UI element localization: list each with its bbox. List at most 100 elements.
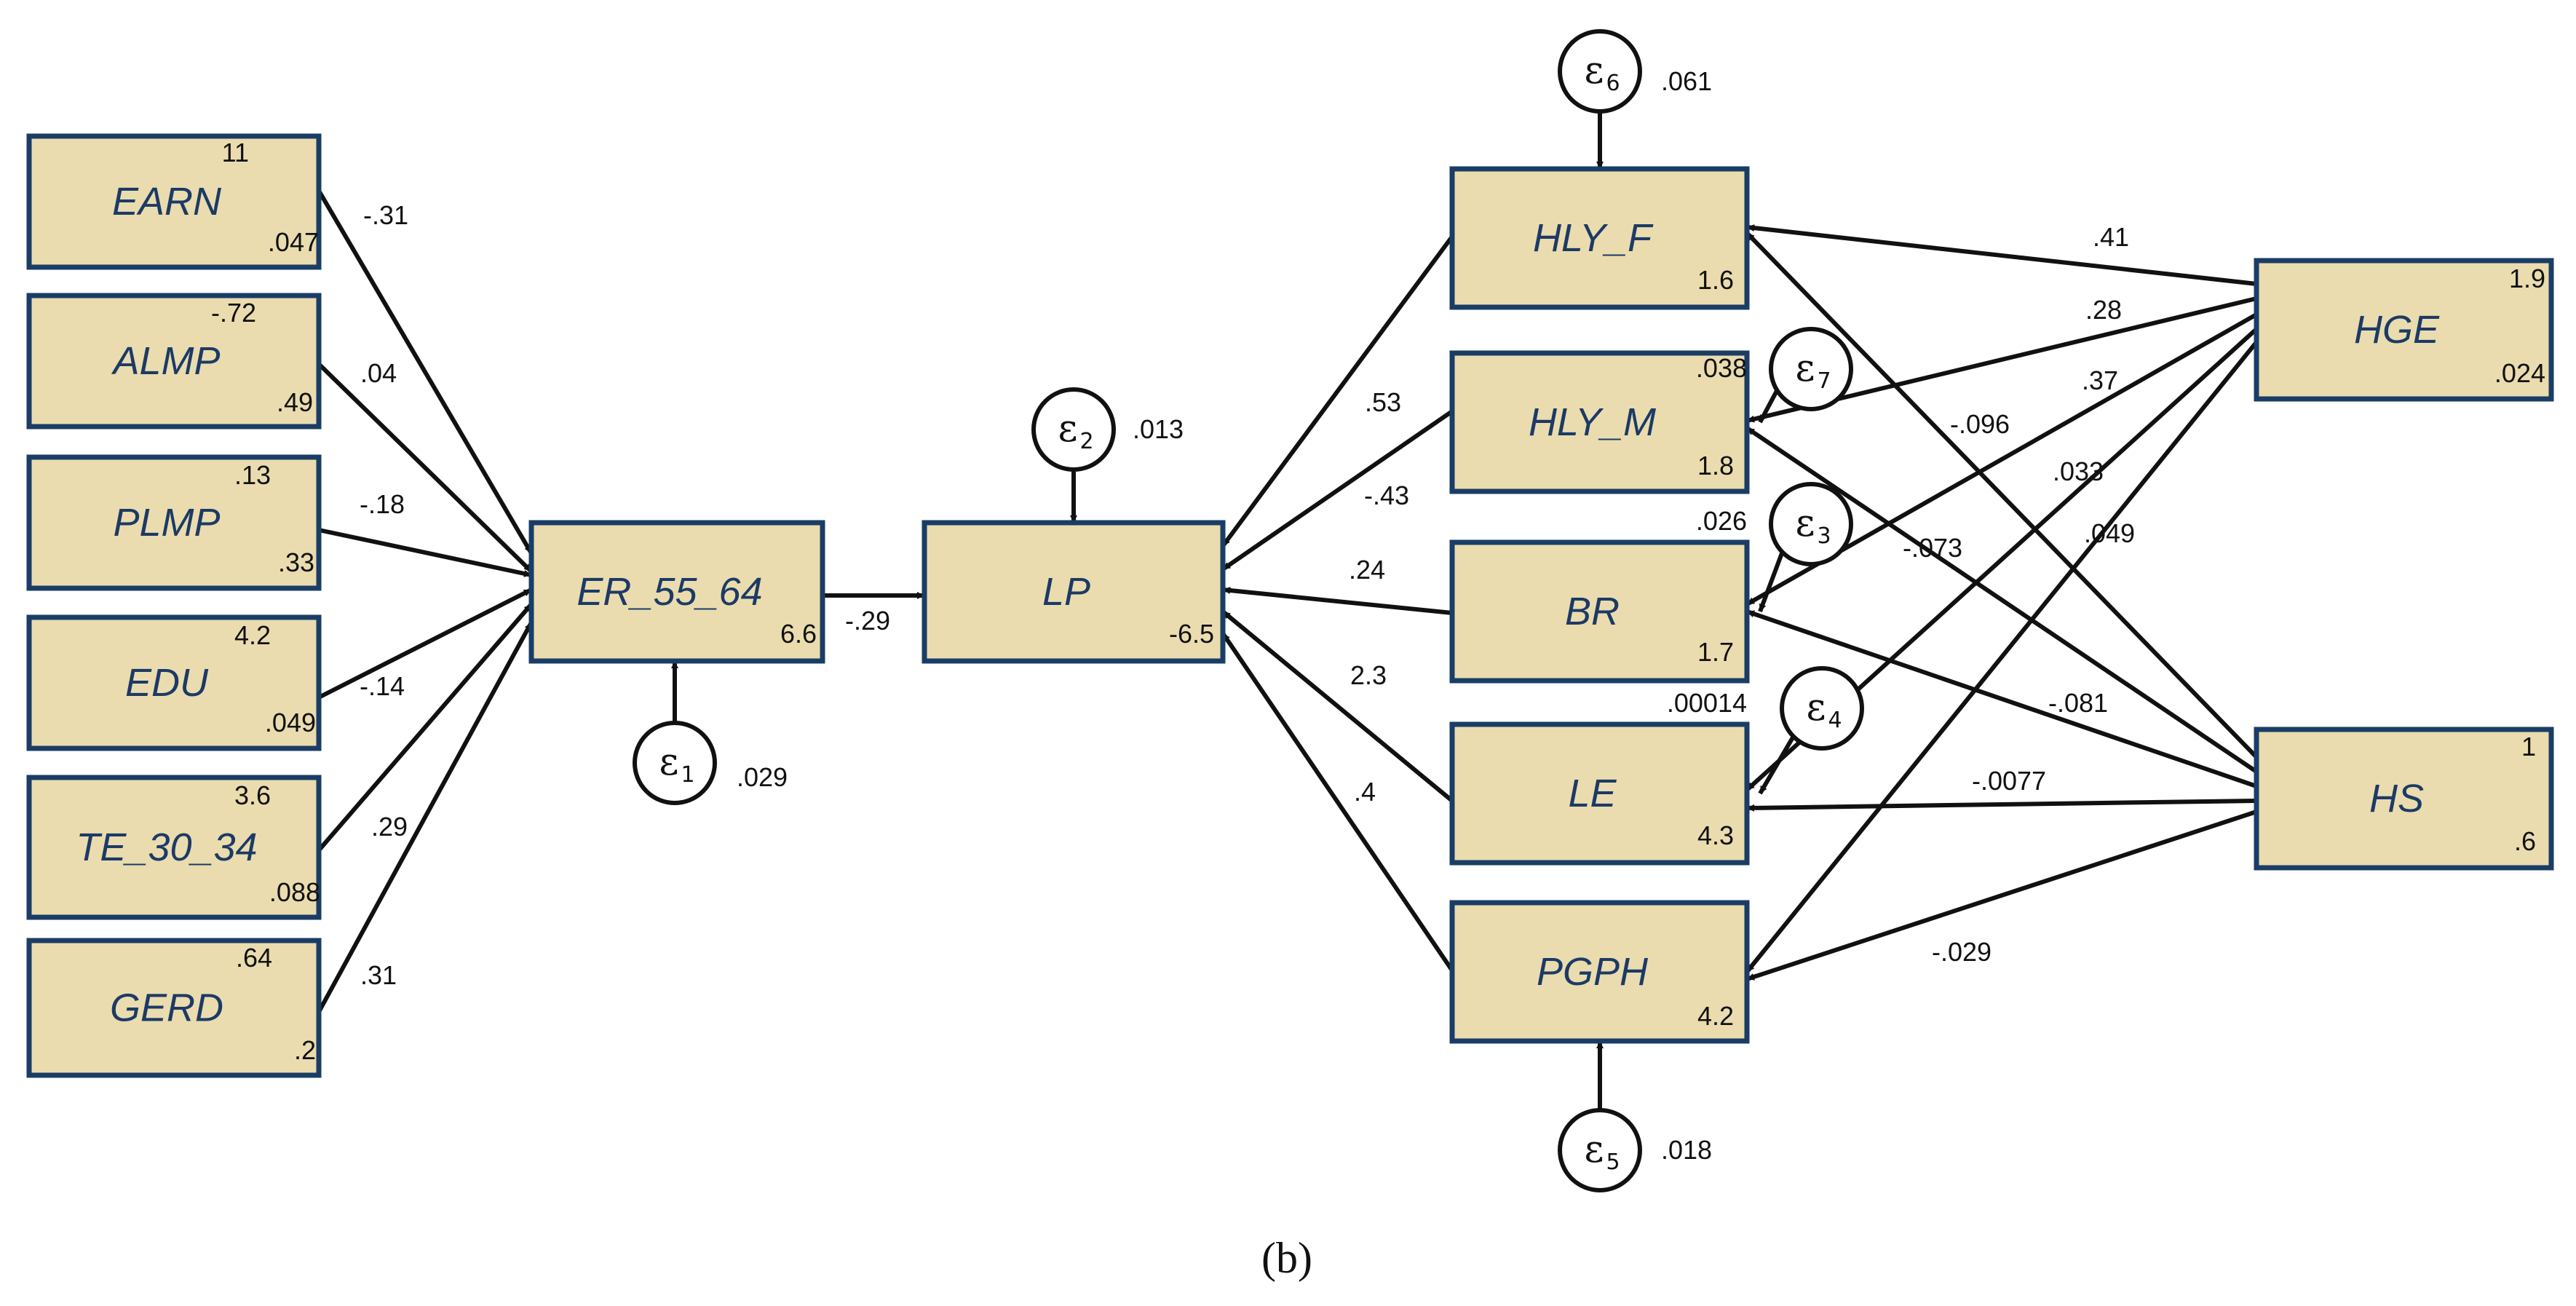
nodes-layer: EARN11.047ALMP-.72.49PLMP.13.33EDU4.2.04… bbox=[26, 133, 2554, 1078]
node-mean-plmp: .13 bbox=[234, 460, 271, 490]
node-label-br: BR bbox=[1565, 590, 1620, 633]
error-circle-e3 bbox=[1769, 482, 1853, 566]
node-label-earn: EARN bbox=[112, 180, 222, 223]
node-box-er bbox=[528, 520, 825, 664]
node-mean-hge: 1.9 bbox=[2509, 264, 2545, 293]
node-label-lp: LP bbox=[1042, 570, 1090, 614]
labels-layer: -.31.04-.18-.14.29.31-.29.53-.43.242.3.4… bbox=[360, 200, 2135, 990]
node-variance-edu: .049 bbox=[265, 708, 316, 737]
node-label-almp: ALMP bbox=[111, 339, 220, 383]
edge-label-earn-er: -.31 bbox=[363, 200, 408, 230]
node-variance-almp: .49 bbox=[277, 387, 313, 417]
node-box-hlym bbox=[1449, 350, 1750, 494]
error-subscript-e3: 3 bbox=[1817, 523, 1831, 549]
node-variance-hlyf: 1.6 bbox=[1697, 265, 1734, 295]
error-subscript-e4: 4 bbox=[1828, 708, 1842, 733]
edge-label-hs-pgph: -.029 bbox=[1932, 937, 1992, 967]
node-plmp: PLMP.13.33 bbox=[26, 454, 322, 591]
error-subscript-e2: 2 bbox=[1079, 429, 1093, 454]
error-symbol-e2: ε bbox=[1058, 407, 1078, 451]
node-mean-te: 3.6 bbox=[234, 780, 271, 810]
node-almp: ALMP -.72 .49 bbox=[26, 293, 322, 430]
edge-label-hge-pgph: .049 bbox=[2084, 518, 2135, 548]
error-symbol-e3: ε bbox=[1796, 502, 1815, 545]
edge-hs-to-hlym bbox=[1745, 426, 2258, 774]
figure-caption: (b) bbox=[1261, 1234, 1312, 1282]
error-circle-e7 bbox=[1769, 327, 1853, 411]
edge-label-hlyf-lp: .53 bbox=[1365, 387, 1401, 417]
node-variance-lp: -6.5 bbox=[1169, 619, 1214, 649]
edge-label-le-lp: 2.3 bbox=[1350, 660, 1387, 690]
error-variance-e2: .013 bbox=[1133, 414, 1184, 444]
node-box-gerd bbox=[26, 938, 322, 1078]
edge-label-hge-hlyf: .41 bbox=[2093, 222, 2129, 252]
node-mean-gerd: .64 bbox=[236, 943, 272, 973]
node-er: ER_55_646.6 bbox=[528, 520, 825, 664]
edge-label-hs-le: -.0077 bbox=[1972, 766, 2046, 796]
edge-label-hge-br: .37 bbox=[2082, 365, 2118, 395]
error-arrow-e7 bbox=[1758, 388, 1780, 424]
error-circle-e1 bbox=[633, 721, 717, 805]
error-symbol-e1: ε bbox=[659, 740, 679, 784]
node-box-edu bbox=[26, 614, 322, 751]
edge-label-er-lp: -.29 bbox=[845, 606, 890, 636]
error-circle-e6 bbox=[1558, 29, 1642, 114]
error-symbol-e4: ε bbox=[1807, 686, 1826, 729]
node-mean-almp: -.72 bbox=[211, 298, 256, 328]
node-box-almp bbox=[26, 293, 322, 430]
node-box-br bbox=[1449, 539, 1750, 684]
node-box-hge bbox=[2254, 258, 2554, 402]
edge-label-hs-hlym: -.073 bbox=[1903, 533, 1962, 563]
node-box-hs bbox=[2254, 727, 2554, 871]
edge-label-br-lp: .24 bbox=[1349, 555, 1385, 585]
node-mean-hlym: .038 bbox=[1696, 353, 1747, 383]
edge-earn-to-er bbox=[317, 189, 534, 555]
edge-hge-to-hlyf bbox=[1746, 224, 2257, 286]
node-hs: HS 1 .6 bbox=[2254, 727, 2554, 871]
error-variance-e1: .029 bbox=[737, 762, 788, 792]
edge-hge-to-pgph bbox=[1745, 341, 2259, 973]
edge-hlyf-to-lp bbox=[1221, 235, 1454, 547]
error-subscript-e1: 1 bbox=[681, 762, 694, 788]
node-variance-gerd: .2 bbox=[294, 1035, 316, 1065]
node-te: TE_30_343.6.088 bbox=[26, 775, 322, 920]
node-mean-earn: 11 bbox=[222, 138, 249, 167]
node-label-hs: HS bbox=[2369, 777, 2424, 820]
node-label-edu: EDU bbox=[125, 661, 209, 705]
edge-hs-to-le bbox=[1746, 799, 2257, 812]
error-circle-e2 bbox=[1031, 387, 1116, 472]
node-label-hlyf: HLY_F bbox=[1533, 216, 1654, 260]
node-mean-br: .026 bbox=[1696, 506, 1747, 536]
node-box-earn bbox=[26, 133, 322, 270]
node-gerd: GERD.64.2 bbox=[26, 938, 322, 1078]
node-label-te: TE_30_34 bbox=[76, 826, 257, 869]
error-symbol-e6: ε bbox=[1585, 49, 1604, 92]
node-label-er: ER_55_64 bbox=[576, 570, 762, 614]
edge-label-almp-er: .04 bbox=[360, 358, 397, 388]
node-label-hge: HGE bbox=[2354, 308, 2440, 352]
node-label-plmp: PLMP bbox=[113, 501, 220, 545]
edge-label-gerd-er: .31 bbox=[360, 960, 397, 990]
node-variance-hs: .6 bbox=[2514, 826, 2536, 856]
node-label-pgph: PGPH bbox=[1537, 950, 1649, 994]
node-mean-hs: 1 bbox=[2521, 732, 2536, 761]
node-variance-earn: .047 bbox=[268, 227, 319, 257]
node-box-lp bbox=[922, 520, 1226, 664]
edge-br-to-lp bbox=[1222, 587, 1453, 615]
edge-label-hs-br: -.081 bbox=[2048, 688, 2108, 718]
node-hlyf: HLY_F 1.6 bbox=[1449, 166, 1750, 310]
node-label-hlym: HLY_M bbox=[1529, 400, 1656, 444]
node-label-le: LE bbox=[1568, 772, 1617, 815]
